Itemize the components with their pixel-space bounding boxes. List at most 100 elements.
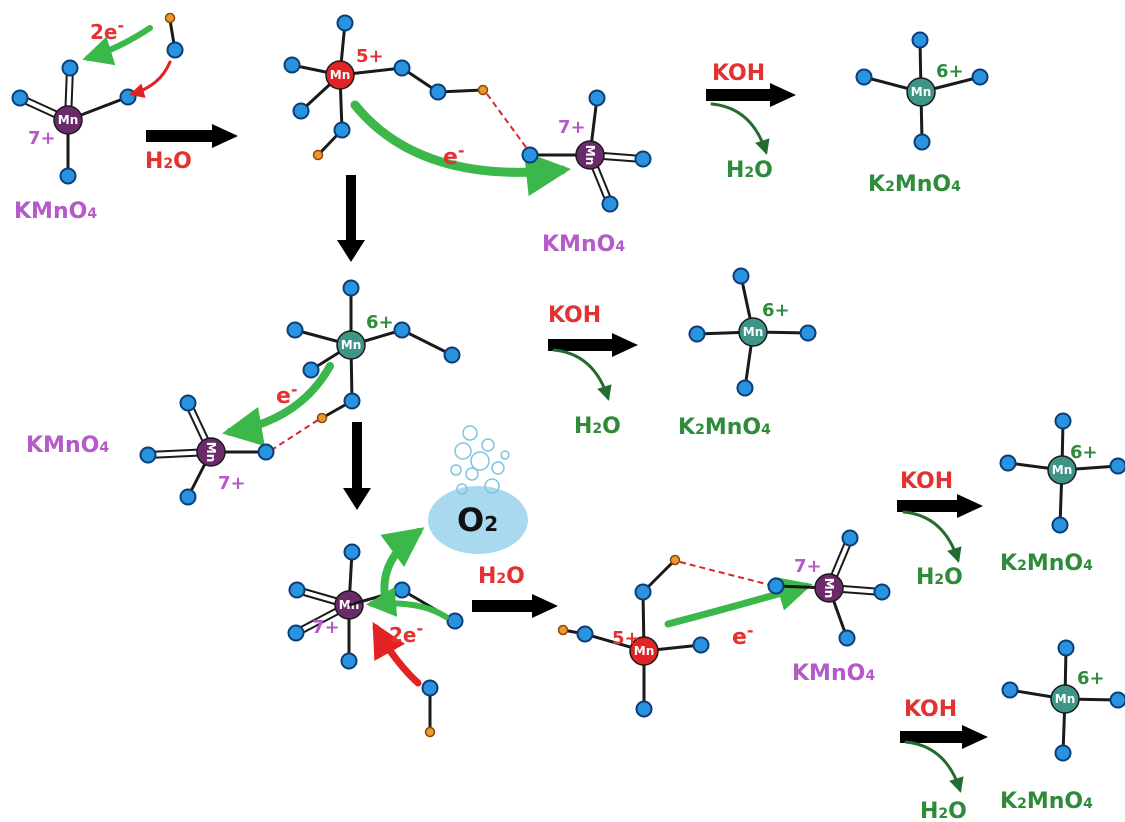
gas-bubble bbox=[481, 438, 495, 452]
electron-transfer-arrow bbox=[350, 100, 571, 197]
oxygen-atom bbox=[1109, 457, 1125, 475]
reaction-arrow bbox=[900, 725, 988, 749]
hydrogen-atom bbox=[477, 84, 489, 96]
electron-transfer-arrow bbox=[664, 576, 813, 628]
oxygen-atom bbox=[393, 581, 411, 599]
gas-bubble bbox=[491, 461, 505, 475]
oxygen-atom bbox=[446, 612, 464, 630]
oxygen-atom bbox=[336, 14, 354, 32]
electron-transfer-arrow bbox=[129, 60, 172, 98]
oxygen-atom bbox=[342, 279, 360, 297]
oxygen-atom bbox=[601, 195, 619, 213]
manganese-atom bbox=[814, 573, 844, 603]
oxygen-atom bbox=[999, 454, 1017, 472]
electron-label: e- bbox=[443, 141, 465, 170]
reaction-arrow-down bbox=[343, 422, 371, 510]
oxygen-atom bbox=[257, 443, 275, 461]
manganese-atom bbox=[196, 437, 226, 467]
h2o-label: H2O bbox=[920, 799, 967, 822]
oxygen-atom bbox=[1051, 516, 1069, 534]
oxidation-state: 6+ bbox=[366, 312, 394, 333]
electron-transfer-arrow bbox=[552, 348, 612, 401]
k2mno4-label: K2MnO4 bbox=[678, 415, 771, 440]
oxygen-atom bbox=[736, 379, 754, 397]
koh-label: KOH bbox=[548, 303, 601, 328]
oxygen-atom bbox=[913, 133, 931, 151]
reaction-arrow bbox=[548, 333, 638, 357]
oxygen-atom bbox=[61, 59, 79, 77]
oxygen-atom bbox=[139, 446, 157, 464]
hydrogen-atom bbox=[164, 12, 176, 24]
oxygen-atom bbox=[179, 488, 197, 506]
oxygen-atom bbox=[692, 636, 710, 654]
oxygen-atom bbox=[1001, 681, 1019, 699]
oxygen-atom bbox=[588, 89, 606, 107]
oxygen-atom bbox=[119, 88, 137, 106]
oxygen-atom bbox=[288, 581, 306, 599]
oxidation-state: 5+ bbox=[356, 46, 384, 67]
oxidation-state: 7+ bbox=[28, 128, 56, 149]
oxygen-atom bbox=[393, 321, 411, 339]
oxygen-atom bbox=[179, 394, 197, 412]
gas-bubble bbox=[462, 425, 478, 441]
manganese-atom bbox=[738, 317, 768, 347]
hydrogen-bond bbox=[486, 93, 529, 151]
manganese-symbol: Mn bbox=[58, 113, 78, 127]
reaction-arrow bbox=[472, 594, 558, 618]
oxygen-atom bbox=[1057, 639, 1075, 657]
oxygen-atom bbox=[59, 167, 77, 185]
oxidation-state: 7+ bbox=[558, 117, 586, 138]
oxygen-atom bbox=[283, 56, 301, 74]
electron-transfer-arrow bbox=[222, 362, 334, 447]
gas-bubble bbox=[465, 467, 479, 481]
k2mno4-label: K2MnO4 bbox=[868, 172, 961, 197]
h2o-label: H2O bbox=[726, 158, 773, 183]
oxidation-state: 6+ bbox=[1070, 442, 1098, 463]
kmno4-label: KMnO4 bbox=[792, 661, 875, 686]
oxygen-atom bbox=[634, 150, 652, 168]
oxidation-state: 7+ bbox=[794, 556, 822, 577]
electron-transfer-arrow bbox=[82, 25, 153, 66]
oxygen-atom bbox=[287, 624, 305, 642]
oxidation-state: 7+ bbox=[312, 617, 340, 638]
two-electron-label: 2e- bbox=[90, 16, 124, 44]
oxygen-atom bbox=[166, 41, 184, 59]
oxygen-atom bbox=[421, 679, 439, 697]
gas-bubble bbox=[470, 451, 490, 471]
manganese-atom bbox=[1050, 684, 1080, 714]
hydrogen-bond bbox=[679, 561, 771, 586]
manganese-symbol: Mn bbox=[341, 338, 361, 352]
oxygen-atom bbox=[576, 625, 594, 643]
oxygen-atom bbox=[634, 583, 652, 601]
manganese-symbol: Mn bbox=[634, 644, 654, 658]
hydrogen-atom bbox=[312, 149, 324, 161]
gas-bubble bbox=[454, 442, 472, 460]
oxygen-atom bbox=[732, 267, 750, 285]
oxygen-atom bbox=[688, 325, 706, 343]
manganese-symbol: Mn bbox=[204, 442, 218, 462]
oxygen-atom bbox=[1109, 691, 1125, 709]
hydrogen-atom bbox=[424, 726, 436, 738]
o2-bubble bbox=[428, 486, 528, 554]
manganese-symbol: Mn bbox=[743, 325, 763, 339]
manganese-atom bbox=[53, 105, 83, 135]
oxygen-atom bbox=[11, 89, 29, 107]
h2o-label: H2O bbox=[574, 414, 621, 439]
oxidation-state: 5+ bbox=[612, 628, 640, 649]
koh-label: KOH bbox=[904, 697, 957, 722]
oxygen-atom bbox=[971, 68, 989, 86]
electron-transfer-arrow bbox=[372, 621, 422, 687]
oxygen-atom bbox=[340, 652, 358, 670]
oxygen-atom bbox=[292, 102, 310, 120]
oxygen-atom bbox=[635, 700, 653, 718]
koh-label: KOH bbox=[900, 469, 953, 494]
gas-bubble bbox=[456, 483, 468, 495]
oxygen-atom bbox=[838, 629, 856, 647]
reaction-arrow bbox=[706, 83, 796, 107]
oxygen-atom bbox=[767, 577, 785, 595]
oxidation-state: 7+ bbox=[218, 473, 246, 494]
oxygen-atom bbox=[286, 321, 304, 339]
two-electron-label: 2e- bbox=[389, 619, 423, 647]
